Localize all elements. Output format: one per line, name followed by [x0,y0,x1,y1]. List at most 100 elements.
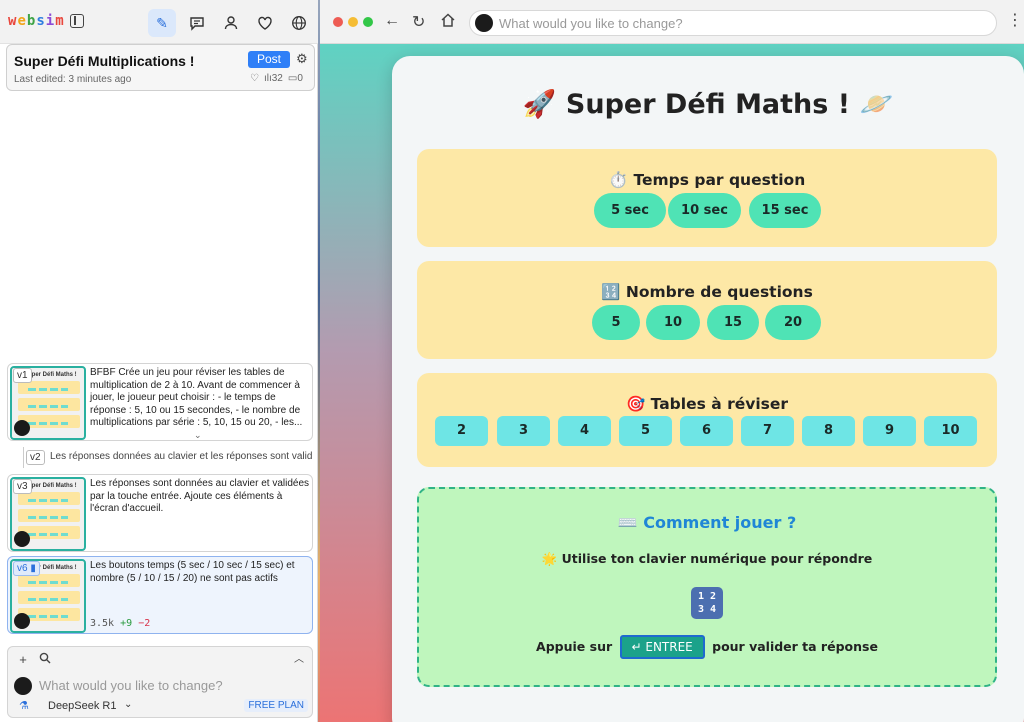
comments-icon: ▭0 [287,73,303,84]
count-option-5[interactable]: 5 [592,305,640,340]
table-tile-4[interactable]: 4 [558,416,611,446]
user-icon[interactable] [217,9,245,37]
reload-icon[interactable]: ↻ [412,14,426,31]
game-title: 🚀 Super Défi Maths ! 🪐 [522,89,894,120]
table-tile-6[interactable]: 6 [680,416,733,446]
time-option-10[interactable]: 10 sec [668,193,741,228]
free-plan-badge[interactable]: FREE PLAN [244,699,308,712]
logo-letter: e [17,13,27,29]
project-card: Super Défi Multiplications ! Post ⚙ Last… [6,44,315,91]
chat-icon[interactable] [183,9,211,37]
url-input[interactable]: What would you like to change? [469,10,997,36]
time-option-5[interactable]: 5 sec [594,193,666,228]
close-window-dot[interactable] [333,17,343,27]
logo-letter: s [36,13,46,29]
gear-icon[interactable]: ⚙ [296,51,308,66]
search-icon[interactable] [36,651,54,669]
version-item-v3[interactable]: Super Défi Maths ! v3 Les réponses sont … [7,474,313,552]
sidebar-toggle-icon[interactable] [70,14,84,28]
enter-instruction-after: pour valider ta réponse [712,639,878,654]
expand-chevron-icon[interactable]: ⌄ [194,430,202,440]
chevron-up-icon[interactable]: ︿ [294,654,304,665]
chat-input[interactable]: What would you like to change? [14,675,304,697]
table-tile-8[interactable]: 8 [802,416,855,446]
table-tile-10[interactable]: 10 [924,416,977,446]
version-item-v6[interactable]: Super Défi Maths ! v6 ▮ Les boutons temp… [7,556,313,634]
back-arrow-icon[interactable]: ← [384,12,400,29]
chat-composer: + ︿ What would you like to change? ⚗ Dee… [7,646,313,718]
count-section: 🔢 Nombre de questions 5 10 15 20 [417,261,997,359]
heart-icon[interactable] [251,9,279,37]
logo-letter: m [55,13,65,29]
websim-logo[interactable]: websim [8,13,65,29]
edit-pencil-icon[interactable]: ✎ [148,9,176,37]
version-badge: v3 [13,479,32,494]
count-section-title: 🔢 Nombre de questions [601,283,813,301]
enter-instruction: Appuie sur ↵ ENTREE pour valider ta répo… [419,635,995,659]
thumbnail-section [18,381,80,394]
plus-icon[interactable]: + [19,652,27,667]
time-section: ⏱️ Temps par question 5 sec 10 sec 15 se… [417,149,997,247]
post-button[interactable]: Post [248,51,290,68]
version-prompt: Les réponses sont données au clavier et … [90,478,310,514]
model-name: DeepSeek R1 [48,700,117,712]
flask-icon: ⚗ [19,700,29,712]
url-placeholder: What would you like to change? [499,16,683,31]
version-badge: v6 ▮ [13,561,40,576]
tables-section-title: 🎯 Tables à réviser [625,395,789,413]
logo-letter: i [45,13,56,29]
version-item-v1[interactable]: Super Défi Maths ! v1 BFBF Crée un jeu p… [7,363,313,441]
enter-instruction-before: Appuie sur [536,639,613,654]
table-tile-9[interactable]: 9 [863,416,916,446]
browser-toolbar: ← ↻ What would you like to change? ⋮ [320,0,1024,44]
thumbnail-avatar [14,613,30,629]
like-heart-icon[interactable]: ♡ [250,73,259,84]
logo-letter: b [26,13,37,29]
how-to-play-box: ⌨️ Comment jouer ? 🌟 Utilise ton clavier… [417,487,997,687]
table-tile-2[interactable]: 2 [435,416,488,446]
table-tile-5[interactable]: 5 [619,416,672,446]
comments-count: 0 [297,73,303,84]
lines-added: +9 [120,618,133,629]
lines-removed: −2 [138,618,151,629]
game-card: 🚀 Super Défi Maths ! 🪐 ⏱️ Temps par ques… [392,56,1024,722]
globe-icon[interactable] [285,9,313,37]
thumbnail-section [18,526,80,539]
left-panel: websim ✎ Super Défi Multiplications ! Po… [0,0,318,722]
more-options-icon[interactable]: ⋮ [1007,12,1023,29]
chevron-down-icon[interactable]: ⌄ [124,699,133,710]
thumbnail-section [18,591,80,604]
thumbnail-title: Super Défi Maths ! [24,372,77,378]
thumbnail-section [18,509,80,522]
bookmark-icon: ▮ [30,563,36,574]
preview-viewport: 🚀 Super Défi Maths ! 🪐 ⏱️ Temps par ques… [320,44,1024,722]
version-item-v2[interactable]: v2 Les réponses données au clavier et le… [23,447,313,468]
thumbnail-title: Super Défi Maths ! [24,565,77,571]
thumbnail-avatar [14,531,30,547]
minimize-window-dot[interactable] [348,17,358,27]
model-selector[interactable]: ⚗ DeepSeek R1 ⌄ FREE PLAN [14,699,308,715]
thumbnail-section [18,398,80,411]
avatar [14,677,32,695]
numpad-icon: 1 2 3 4 [691,587,723,619]
views-icon: ılı32 [263,73,283,84]
tables-section: 🎯 Tables à réviser 2 3 4 5 6 7 8 9 10 [417,373,997,467]
chat-placeholder: What would you like to change? [39,678,223,693]
version-badge-label: v6 [17,563,28,574]
avatar [475,14,493,32]
table-tile-3[interactable]: 3 [497,416,550,446]
maximize-window-dot[interactable] [363,17,373,27]
count-option-20[interactable]: 20 [765,305,821,340]
thumbnail-title: Super Défi Maths ! [24,483,77,489]
home-icon[interactable] [440,12,456,33]
logo-letter: w [8,13,18,29]
table-tile-7[interactable]: 7 [741,416,794,446]
enter-key-badge: ↵ ENTREE [619,635,705,659]
count-option-10[interactable]: 10 [646,305,700,340]
version-prompt: Les boutons temps (5 sec / 10 sec / 15 s… [90,560,295,584]
time-option-15[interactable]: 15 sec [749,193,821,228]
version-stats: 3.5k +9 −2 [90,618,150,629]
thumbnail-avatar [14,420,30,436]
how-to-play-title: ⌨️ Comment jouer ? [617,513,797,532]
count-option-15[interactable]: 15 [707,305,759,340]
